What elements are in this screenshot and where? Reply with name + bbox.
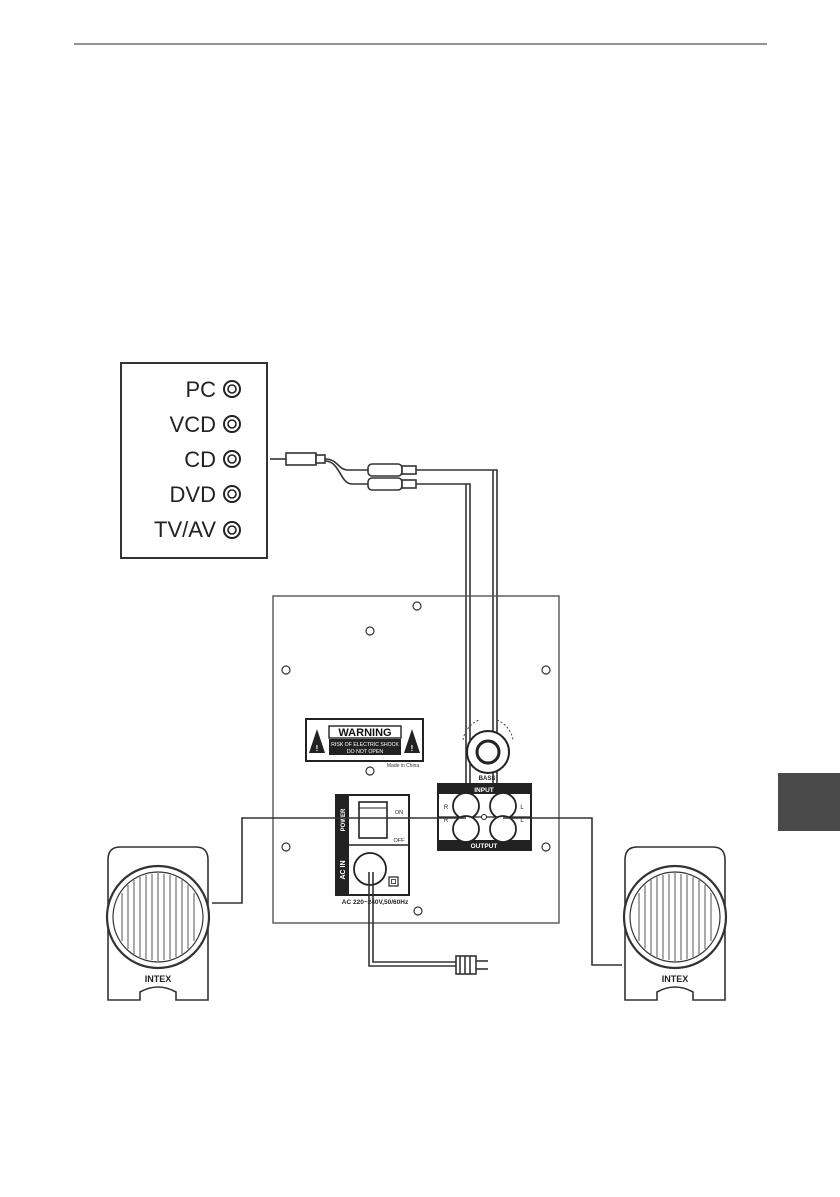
- output-jack-left: [490, 816, 516, 842]
- power-off-label: OFF: [394, 838, 406, 844]
- screw-icon: [542, 666, 550, 674]
- screw-icon: [366, 627, 374, 635]
- made-in-label: Made in China: [387, 763, 419, 769]
- output-title: OUTPUT: [471, 843, 498, 850]
- input-jack-right: [453, 793, 479, 819]
- warning-line-1: RISK OF ELECTRIC SHOCK: [331, 742, 399, 748]
- fuse-icon: [389, 877, 398, 886]
- source-label-vcd: VCD: [170, 412, 216, 437]
- screw-icon: [542, 843, 550, 851]
- source-label-pc: PC: [185, 377, 216, 402]
- power-on-label: ON: [395, 810, 403, 816]
- left-speaker-brand: INTEX: [145, 974, 172, 984]
- warning-title: WARNING: [338, 727, 391, 739]
- power-label: POWER: [341, 808, 347, 831]
- power-switch: [359, 802, 387, 838]
- right-speaker: INTEX: [624, 847, 726, 1000]
- screw-icon: [282, 666, 290, 674]
- svg-text:!: !: [411, 744, 414, 753]
- source-label-cd: CD: [184, 447, 216, 472]
- io-connector-block: INPUT OUTPUT R L R L: [438, 784, 531, 850]
- output-right-label: R: [444, 818, 449, 824]
- screw-icon: [413, 602, 421, 610]
- source-label-tvav: TV/AV: [154, 517, 216, 542]
- bass-label: BASS: [479, 776, 496, 782]
- input-right-label: R: [444, 805, 449, 811]
- ac-socket: [354, 853, 386, 885]
- warning-label: ! ! WARNING RISK OF ELECTRIC SHOCK DO NO…: [306, 719, 423, 761]
- input-title: INPUT: [474, 787, 494, 794]
- svg-text:!: !: [316, 744, 319, 753]
- output-jack-right: [453, 816, 479, 842]
- screw-icon: [366, 767, 374, 775]
- ac-in-label: AC IN: [340, 860, 347, 879]
- warning-line-2: DO NOT OPEN: [347, 749, 383, 755]
- ac-rating: AC 220~240V,50/60Hz: [342, 899, 409, 906]
- source-label-dvd: DVD: [170, 482, 216, 507]
- side-tab: [778, 773, 840, 831]
- input-jack-left: [490, 793, 516, 819]
- right-speaker-brand: INTEX: [662, 974, 689, 984]
- left-speaker: INTEX: [107, 847, 209, 1000]
- screw-icon: [282, 843, 290, 851]
- source-panel: PC VCD CD DVD TV/AV: [121, 363, 267, 558]
- screw-icon: [414, 907, 422, 915]
